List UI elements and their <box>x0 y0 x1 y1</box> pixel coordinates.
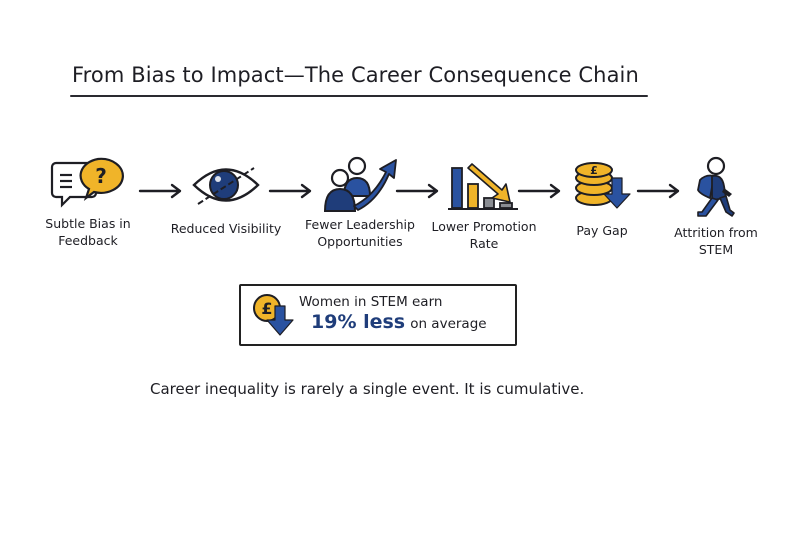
step-reduced-visibility: Reduced Visibility <box>166 160 286 237</box>
svg-text:?: ? <box>95 164 107 188</box>
page-title: From Bias to Impact—The Career Consequen… <box>72 63 639 87</box>
step-attrition: Attrition from STEM <box>660 156 772 258</box>
title-underline <box>70 95 648 97</box>
pay-gap-callout: £ Women in STEM earn 19% less on average <box>239 284 517 346</box>
speech-bubble-question-icon: ? <box>50 157 124 208</box>
step-fewer-leadership: Fewer Leadership Opportunities <box>300 156 420 250</box>
arrow-right-icon <box>636 183 680 199</box>
svg-text:£: £ <box>261 299 272 318</box>
declining-bar-chart-icon <box>448 163 518 210</box>
callout-rest: on average <box>410 316 487 332</box>
step-lower-promotion: Lower Promotion Rate <box>424 160 544 252</box>
callout-highlight: 19% less <box>311 311 406 333</box>
pound-coin-down-icon: £ <box>253 294 294 336</box>
step-label-line1: Lower Promotion <box>431 219 537 234</box>
svg-text:£: £ <box>590 164 598 177</box>
step-label-line2: Rate <box>469 236 499 251</box>
footer-caption: Career inequality is rarely a single eve… <box>150 380 585 398</box>
callout-line2: 19% less on average <box>311 311 487 333</box>
arrow-right-icon <box>268 183 312 199</box>
callout-line1: Women in STEM earn <box>299 294 443 310</box>
coins-down-arrow-icon: £ <box>575 162 631 209</box>
arrow-right-icon <box>517 183 561 199</box>
step-label-line2: Opportunities <box>317 234 403 249</box>
people-rising-arrow-icon <box>323 156 397 212</box>
step-label-line1: Attrition from <box>674 225 758 240</box>
step-label-line1: Subtle Bias in <box>45 216 131 231</box>
step-label-line1: Fewer Leadership <box>305 217 415 232</box>
arrow-right-icon <box>138 183 182 199</box>
step-label-line1: Reduced Visibility <box>170 221 282 236</box>
step-label-line1: Pay Gap <box>576 223 628 238</box>
arrow-right-icon <box>395 183 439 199</box>
crossed-eye-icon <box>192 167 260 205</box>
step-subtle-bias: ? Subtle Bias in Feedback <box>28 157 148 249</box>
step-label-line2: Feedback <box>58 233 118 248</box>
step-label-line2: STEM <box>698 242 734 257</box>
step-pay-gap: £ Pay Gap <box>548 160 656 239</box>
walking-person-icon <box>697 156 735 217</box>
